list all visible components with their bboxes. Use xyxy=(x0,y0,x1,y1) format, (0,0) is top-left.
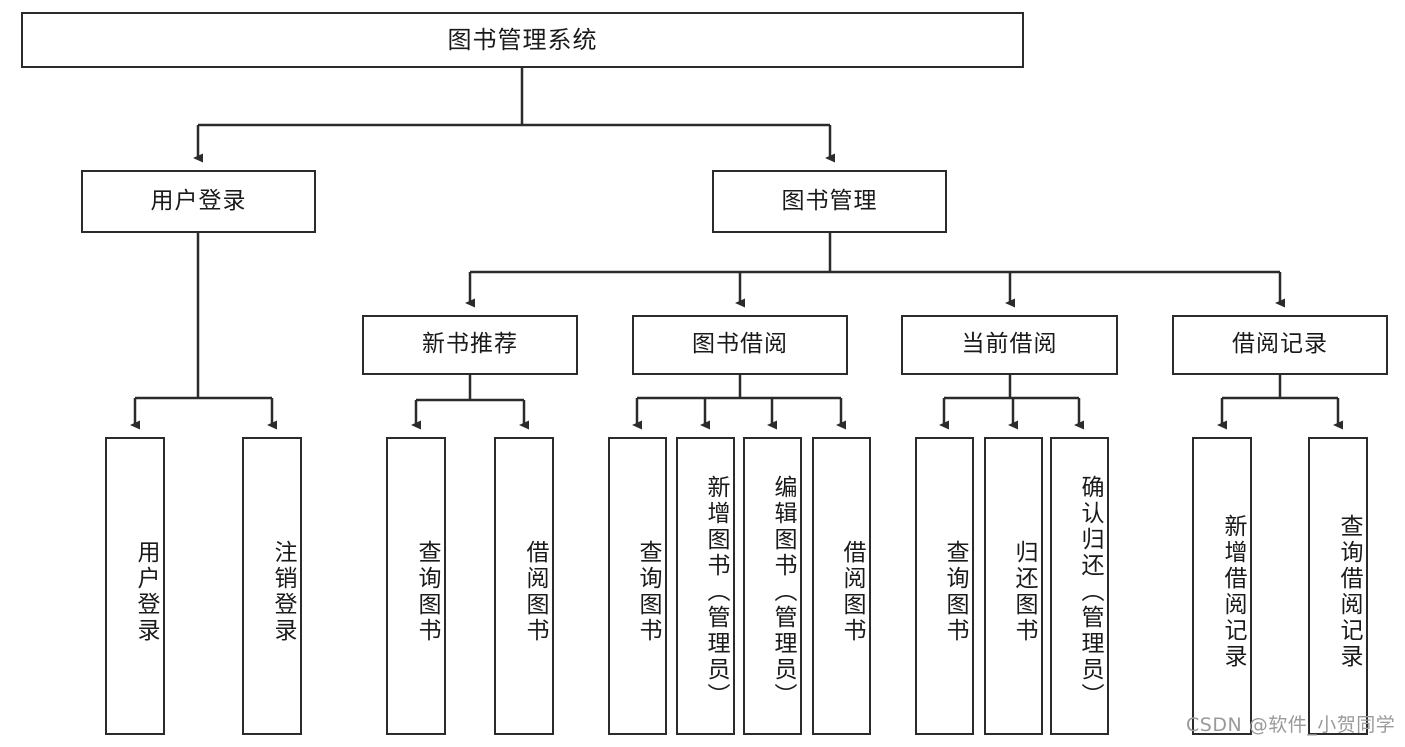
leaf-query-book-2-label: 查询图书 xyxy=(635,540,661,644)
leaf-query-book-3[interactable]: 查询图书 xyxy=(915,437,974,735)
leaf-edit-book-label: 编辑图书（管理员） xyxy=(770,475,796,709)
leaf-query-book-1[interactable]: 查询图书 xyxy=(386,437,446,735)
node-book-management[interactable]: 图书管理 xyxy=(712,170,947,233)
node-new-book-recommend[interactable]: 新书推荐 xyxy=(362,315,578,375)
leaf-add-book-label: 新增图书（管理员） xyxy=(703,475,729,709)
node-current-borrow-label: 当前借阅 xyxy=(961,331,1058,358)
leaf-edit-book[interactable]: 编辑图书（管理员） xyxy=(743,437,802,735)
leaf-borrow-book-2-label: 借阅图书 xyxy=(839,540,865,644)
leaf-query-record[interactable]: 查询借阅记录 xyxy=(1308,437,1368,735)
leaf-query-book-3-label: 查询图书 xyxy=(942,540,968,644)
leaf-return-book[interactable]: 归还图书 xyxy=(984,437,1043,735)
leaf-confirm-return-label: 确认归还（管理员） xyxy=(1077,475,1103,709)
leaf-user-login[interactable]: 用户登录 xyxy=(105,437,165,735)
node-root-system[interactable]: 图书管理系统 xyxy=(21,12,1024,68)
node-borrow-record-label: 借阅记录 xyxy=(1232,331,1328,358)
leaf-add-record[interactable]: 新增借阅记录 xyxy=(1192,437,1252,735)
leaf-query-record-label: 查询借阅记录 xyxy=(1336,514,1362,670)
node-current-borrow[interactable]: 当前借阅 xyxy=(901,315,1118,375)
leaf-borrow-book-2[interactable]: 借阅图书 xyxy=(812,437,871,735)
node-book-borrow[interactable]: 图书借阅 xyxy=(632,315,848,375)
node-user-login-label: 用户登录 xyxy=(150,187,247,214)
leaf-logout-login[interactable]: 注销登录 xyxy=(242,437,302,735)
leaf-add-record-label: 新增借阅记录 xyxy=(1220,514,1246,670)
node-root-label: 图书管理系统 xyxy=(447,25,598,54)
leaf-user-login-label: 用户登录 xyxy=(133,540,159,644)
leaf-confirm-return[interactable]: 确认归还（管理员） xyxy=(1050,437,1109,735)
node-book-borrow-label: 图书借阅 xyxy=(692,331,788,358)
node-new-book-recommend-label: 新书推荐 xyxy=(422,331,518,358)
leaf-add-book[interactable]: 新增图书（管理员） xyxy=(676,437,735,735)
watermark-credit: CSDN @软件_小贺同学 xyxy=(1186,714,1396,736)
leaf-query-book-1-label: 查询图书 xyxy=(414,540,440,644)
leaf-borrow-book-1[interactable]: 借阅图书 xyxy=(494,437,554,735)
leaf-borrow-book-1-label: 借阅图书 xyxy=(522,540,548,644)
leaf-return-book-label: 归还图书 xyxy=(1011,540,1037,644)
node-borrow-record[interactable]: 借阅记录 xyxy=(1172,315,1388,375)
leaf-logout-login-label: 注销登录 xyxy=(270,540,296,644)
leaf-query-book-2[interactable]: 查询图书 xyxy=(608,437,667,735)
node-book-management-label: 图书管理 xyxy=(781,187,878,214)
node-user-login[interactable]: 用户登录 xyxy=(81,170,316,233)
